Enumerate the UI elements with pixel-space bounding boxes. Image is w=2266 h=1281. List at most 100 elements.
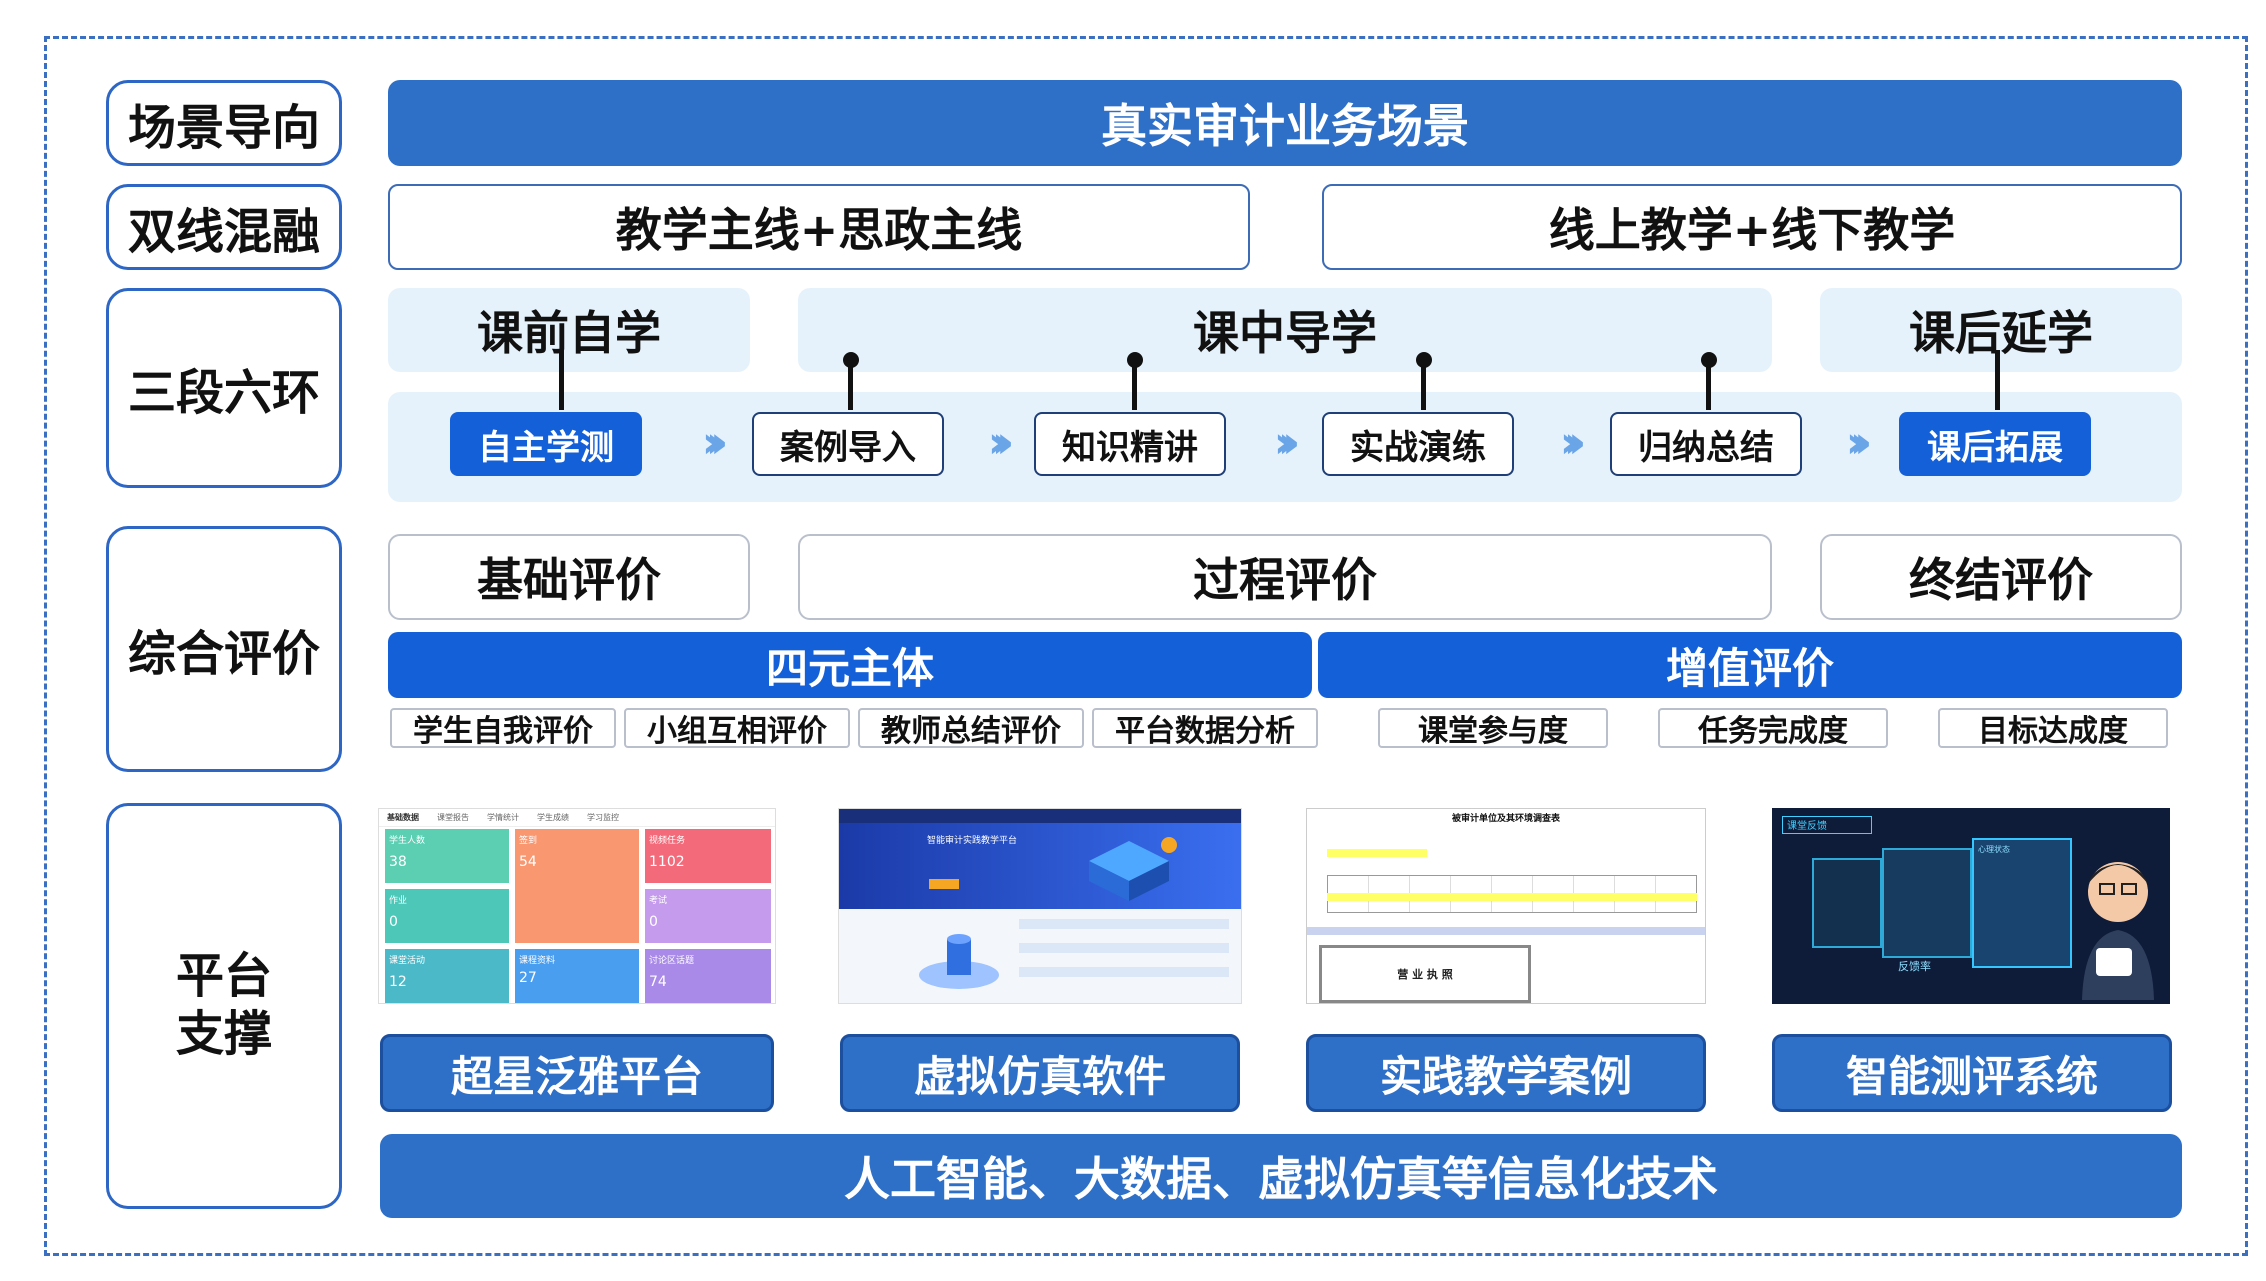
eval-value-goal: 目标达成度 — [1938, 708, 2168, 749]
connector-line — [1706, 360, 1711, 410]
business-license: 营 业 执 照 — [1319, 945, 1531, 1003]
stat-card-value: 38 — [389, 854, 407, 870]
chevron-right-icon: ››› — [701, 416, 728, 468]
chaoxing-tab: 学习监控 — [587, 813, 619, 822]
connector-line — [1132, 360, 1137, 410]
dual-box-main-line: 教学主线+思政主线 — [388, 184, 1250, 270]
outer-dashed-frame — [44, 36, 2248, 1256]
scene-bar: 真实审计业务场景 — [388, 80, 2182, 166]
step-case-intro: 案例导入 — [752, 412, 944, 476]
eval-group-value-added: 增值评价 — [1318, 632, 2182, 698]
eval-value-completion: 任务完成度 — [1658, 708, 1888, 749]
steps-track — [388, 392, 2182, 502]
stat-card-title: 课堂活动 — [389, 956, 426, 966]
ai-face-card: 心理状态 — [1972, 838, 2072, 968]
connector-dot — [1127, 352, 1143, 368]
highlight-strip — [1327, 849, 1427, 857]
row-label-dual: 双线混融 — [106, 184, 342, 270]
step-practice: 实战演练 — [1322, 412, 1514, 476]
sim-row — [1019, 967, 1229, 977]
platform-graphic — [919, 934, 999, 989]
chaoxing-tabs: 基础数据 课堂报告 学情统计 学生成绩 学习监控 — [379, 809, 775, 827]
ai-screenshot: 课堂反馈 心理状态 反馈率 — [1772, 808, 2170, 1004]
stat-card-title: 视频任务 — [649, 836, 686, 846]
chaoxing-screenshot: 基础数据 课堂报告 学情统计 学生成绩 学习监控 学生人数 38 作业 0 课堂活动… — [378, 808, 776, 1004]
tech-bar: 人工智能、大数据、虚拟仿真等信息化技术 — [380, 1134, 2182, 1218]
connector-dot — [843, 352, 859, 368]
step-extension: 课后拓展 — [1899, 412, 2091, 476]
eval-value-participation: 课堂参与度 — [1378, 708, 1608, 749]
phase-in-class: 课中导学 — [798, 288, 1772, 372]
chaoxing-tab: 学生成绩 — [537, 813, 569, 822]
sim-button — [929, 879, 959, 889]
stat-card-value: 12 — [389, 974, 407, 990]
sim-row — [1019, 943, 1229, 953]
connector-line — [1995, 350, 2000, 410]
eval-basic: 基础评价 — [388, 534, 750, 620]
connector-line — [559, 350, 564, 410]
highlight-strip — [1327, 893, 1697, 901]
eval-subject-platform: 平台数据分析 — [1092, 708, 1318, 749]
case-bar — [1307, 927, 1705, 935]
eval-subject-self: 学生自我评价 — [390, 708, 616, 749]
case-screenshot: 被审计单位及其环境调查表 营 业 执 照 — [1306, 808, 1706, 1004]
step-summary: 归纳总结 — [1610, 412, 1802, 476]
eval-final: 终结评价 — [1820, 534, 2182, 620]
stat-card-title: 签到 — [519, 836, 538, 846]
eval-subject-teacher: 教师总结评价 — [858, 708, 1084, 749]
sim-title: 智能审计实践教学平台 — [927, 836, 1018, 846]
chaoxing-tab: 学情统计 — [487, 813, 519, 822]
ai-face-card — [1812, 858, 1882, 948]
connector-dot — [1701, 352, 1717, 368]
dual-box-online-offline: 线上教学+线下教学 — [1322, 184, 2182, 270]
eval-group-four-subjects: 四元主体 — [388, 632, 1312, 698]
row-label-evaluation: 综合评价 — [106, 526, 342, 772]
case-doc-title: 被审计单位及其环境调查表 — [1451, 814, 1560, 824]
phase-before-class: 课前自学 — [388, 288, 750, 372]
chevron-right-icon: ››› — [1845, 416, 1872, 468]
sim-topbar — [839, 809, 1241, 823]
stat-card-value: 27 — [519, 970, 537, 986]
stat-card-title: 作业 — [389, 896, 408, 906]
platform-chaoxing: 超星泛雅平台 — [380, 1034, 774, 1112]
chaoxing-tab: 基础数据 — [387, 813, 419, 822]
step-self-test: 自主学测 — [450, 412, 642, 476]
connector-dot — [1416, 352, 1432, 368]
teacher-avatar-icon — [2082, 862, 2154, 1000]
stat-card-value: 1102 — [649, 854, 685, 870]
sim-banner: 智能审计实践教学平台 — [839, 823, 1241, 909]
platform-ai-eval: 智能测评系统 — [1772, 1034, 2172, 1112]
stat-card-title: 学生人数 — [389, 836, 426, 846]
eval-process: 过程评价 — [798, 534, 1772, 620]
stat-card-value: 0 — [389, 914, 398, 930]
platform-simulation: 虚拟仿真软件 — [840, 1034, 1240, 1112]
ai-tag: 心理状态 — [1978, 845, 2010, 854]
chevron-right-icon: ››› — [1559, 416, 1586, 468]
stat-card: 视频任务 1102 — [645, 829, 771, 883]
stat-card-value: 54 — [519, 854, 537, 870]
connector-line — [1421, 360, 1426, 410]
stat-card-value: 0 — [649, 914, 658, 930]
ai-badge: 课堂反馈 — [1782, 816, 1872, 834]
stat-card-title: 讨论区话题 — [649, 956, 695, 966]
row-label-three-stage: 三段六环 — [106, 288, 342, 488]
stat-card: 作业 0 — [385, 889, 509, 943]
chevron-right-icon: ››› — [987, 416, 1014, 468]
stat-card: 学生人数 38 — [385, 829, 509, 883]
chevron-right-icon: ››› — [1273, 416, 1300, 468]
ai-face-card — [1882, 848, 1972, 958]
stat-card: 课堂活动 12 — [385, 949, 509, 1003]
isometric-graphic — [1089, 837, 1177, 901]
phase-after-class: 课后延学 — [1820, 288, 2182, 372]
step-knowledge: 知识精讲 — [1034, 412, 1226, 476]
row-label-platform: 平台 支撑 — [106, 803, 342, 1209]
stat-card: 签到 54 — [515, 829, 639, 943]
eval-subject-peer: 小组互相评价 — [624, 708, 850, 749]
simulation-screenshot: 智能审计实践教学平台 — [838, 808, 1242, 1004]
stat-card-title: 考试 — [649, 896, 668, 906]
sim-row — [1019, 919, 1229, 929]
connector-line — [848, 360, 853, 410]
row-label-scene: 场景导向 — [106, 80, 342, 166]
